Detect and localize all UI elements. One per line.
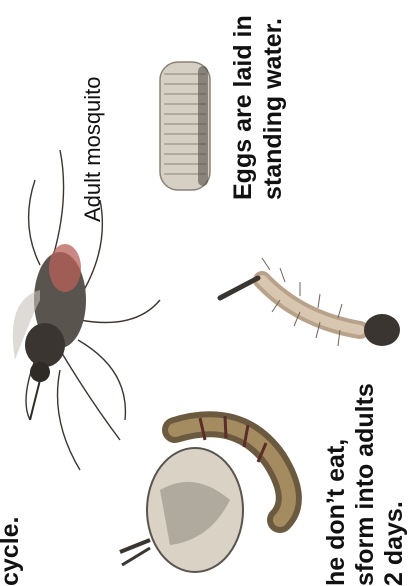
eggs-label: Eggs are laid in standing water. [228,15,288,200]
larva-illustration [220,258,400,346]
eggs-label-line-1: Eggs are laid in [228,15,258,200]
eggs-label-line-2: standing water. [258,15,288,200]
egg-raft-illustration [160,62,210,190]
adult-mosquito-label-text: Adult mosquito [80,76,106,222]
pupa-description: he don’t eat, sform into adults 2 days. [322,383,409,586]
adult-mosquito-label: Adult mosquito [80,76,106,222]
cycle-fragment-label: cycle. [0,516,24,586]
pupa-description-line-3: 2 days. [380,383,409,586]
pupa-illustration [120,416,289,572]
cycle-fragment-text: cycle. [0,516,24,586]
pupa-description-line-2: sform into adults [351,383,380,586]
pupa-description-line-1: he don’t eat, [322,383,351,586]
